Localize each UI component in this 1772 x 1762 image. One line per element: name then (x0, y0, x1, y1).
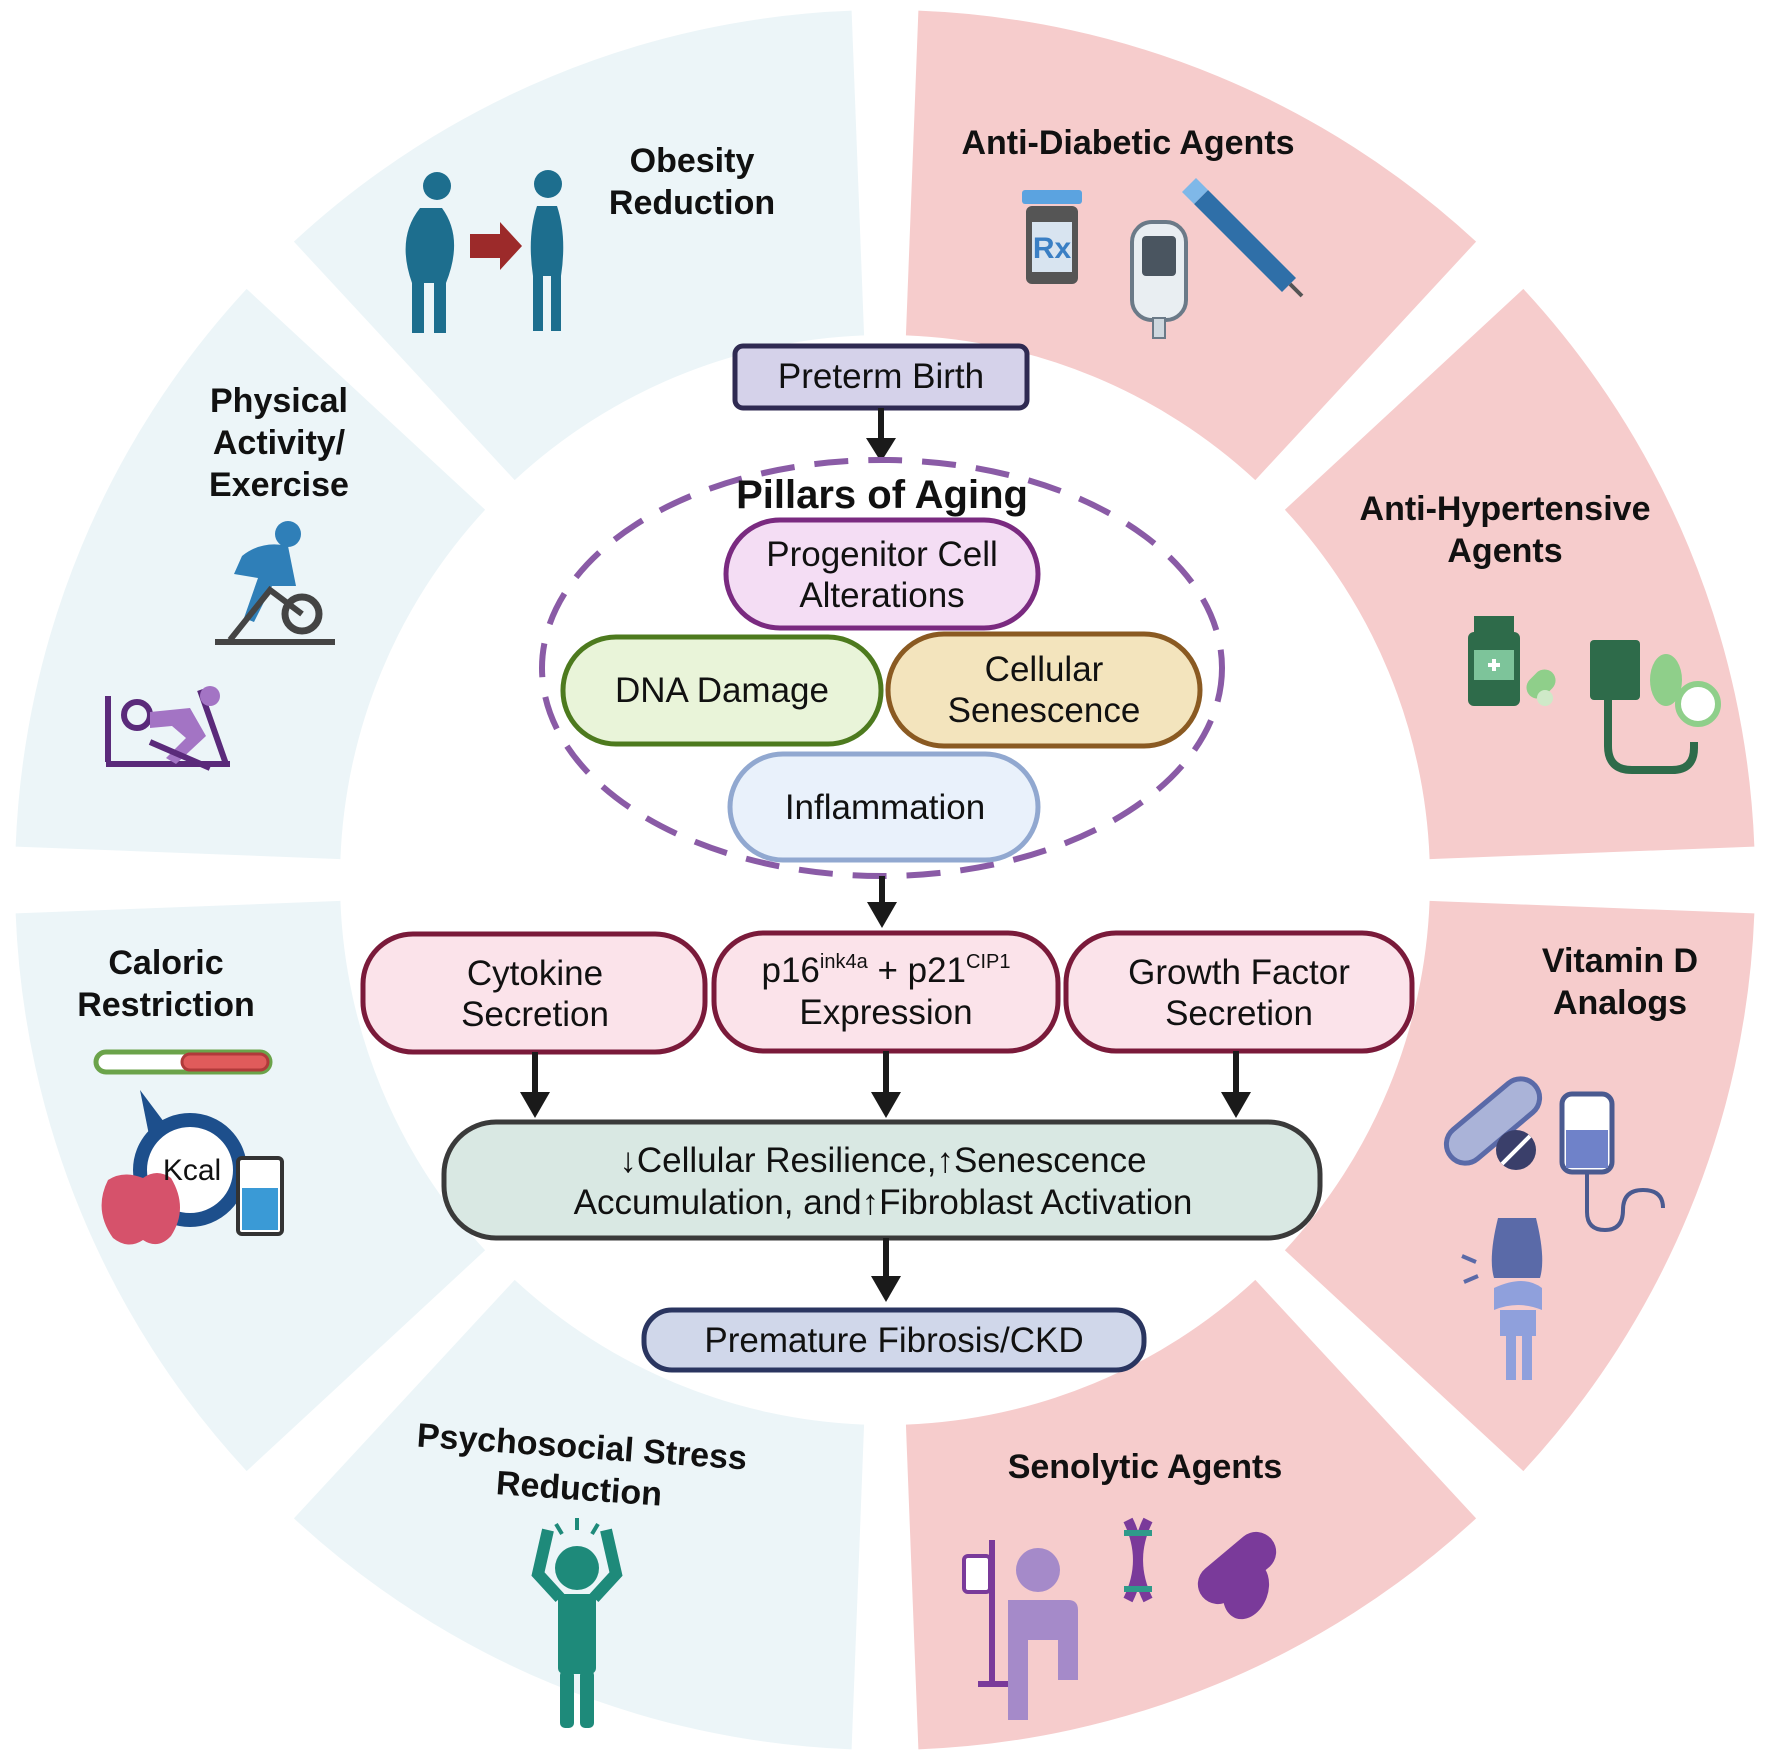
arrow-pillars-to-markers (867, 876, 897, 928)
obesity-label-2: Reduction (609, 184, 775, 222)
antidiabetic-label: Anti-Diabetic Agents (961, 124, 1294, 162)
pill-bottle-icon (1468, 616, 1556, 706)
glucometer-icon (1130, 220, 1188, 339)
cytokine-label-2: Secretion (461, 995, 609, 1034)
iv-patient-icon (962, 1540, 1078, 1720)
chromosome-icon (1123, 1517, 1153, 1603)
segment-anti-diabetic (905, 10, 1477, 481)
dna-damage-pill (560, 634, 884, 747)
preterm-birth-label: Preterm Birth (778, 357, 984, 396)
final-outcome-box (641, 1307, 1147, 1373)
capsule-icon (1443, 1076, 1543, 1170)
outcome-label-1: ↓Cellular Resilience,↑Senescence (619, 1141, 1146, 1180)
segment-obesity-reduction (293, 10, 865, 481)
pills-icon (1197, 1531, 1277, 1620)
exercise-bike-icon (215, 521, 335, 645)
prescription-bottle-icon (1022, 190, 1082, 284)
outcome-box (441, 1119, 1323, 1241)
progenitor-label-2: Alterations (799, 576, 964, 615)
weight-loss-icon (405, 170, 564, 333)
obesity-label-1: Obesity (630, 142, 755, 180)
dna-damage-label: DNA Damage (615, 671, 829, 710)
expression-label: Expression (799, 993, 972, 1032)
cytokine-label-1: Cytokine (467, 954, 603, 993)
arrow-preterm-to-pillars (866, 408, 896, 462)
arrow-growth-to-outcome (1221, 1051, 1251, 1118)
caloric-restriction-icon (93, 1049, 284, 1245)
senolytic-label: Senolytic Agents (1008, 1448, 1283, 1486)
ink4a-superscript: ink4a (820, 951, 869, 973)
arrow-cytokine-to-outcome (520, 1052, 550, 1118)
caloric-label-2: Restriction (77, 986, 255, 1024)
physical-label-2: Activity/ (213, 424, 346, 462)
growth-factor-pill (1063, 930, 1415, 1054)
vitamind-label-1: Vitamin D (1542, 942, 1698, 980)
insulin-pen-icon (1182, 178, 1304, 298)
iv-bag-icon (1559, 1091, 1665, 1233)
progenitor-label-1: Progenitor Cell (766, 535, 998, 574)
p16-p21-label: p16ink4a + p21CIP1 (762, 951, 1011, 990)
p16-text: p16 (762, 951, 820, 990)
inflammation-pill (727, 751, 1041, 863)
stressed-person-icon (531, 1518, 623, 1728)
segment-vitamin-d (1284, 900, 1755, 1472)
arrow-p16-to-outcome (871, 1051, 901, 1118)
knee-joint-icon (1461, 1218, 1543, 1380)
inflammation-label: Inflammation (785, 788, 985, 827)
growth-factor-label-2: Secretion (1165, 994, 1313, 1033)
leg-press-icon (105, 686, 230, 771)
arrow-outcome-to-final (871, 1238, 901, 1302)
vitamind-label-2: Analogs (1553, 984, 1687, 1022)
rx-label: Rx (1033, 232, 1072, 265)
cytokine-pill (360, 931, 708, 1055)
senescence-label-2: Senescence (948, 691, 1141, 730)
segment-psychosocial-stress (293, 1279, 865, 1750)
final-outcome-label: Premature Fibrosis/CKD (704, 1321, 1083, 1360)
segment-anti-hypertensive (1284, 288, 1755, 860)
antihypertensive-label-2: Agents (1447, 532, 1562, 570)
growth-factor-label-1: Growth Factor (1128, 953, 1350, 992)
kcal-label: Kcal (163, 1154, 221, 1187)
physical-label-3: Exercise (209, 466, 349, 504)
progenitor-pill (723, 517, 1041, 631)
antihypertensive-label-1: Anti-Hypertensive (1360, 490, 1651, 528)
caloric-label-1: Caloric (108, 944, 223, 982)
blood-pressure-icon (1590, 640, 1721, 774)
senescence-label-1: Cellular (985, 650, 1104, 689)
cip1-superscript: CIP1 (966, 951, 1010, 973)
physical-label-1: Physical (210, 382, 348, 420)
outcome-label-2: Accumulation, and↑Fibroblast Activation (574, 1183, 1193, 1222)
pillars-title: Pillars of Aging (736, 473, 1028, 517)
p21-text: + p21 (868, 951, 966, 990)
senescence-pill (885, 631, 1203, 749)
